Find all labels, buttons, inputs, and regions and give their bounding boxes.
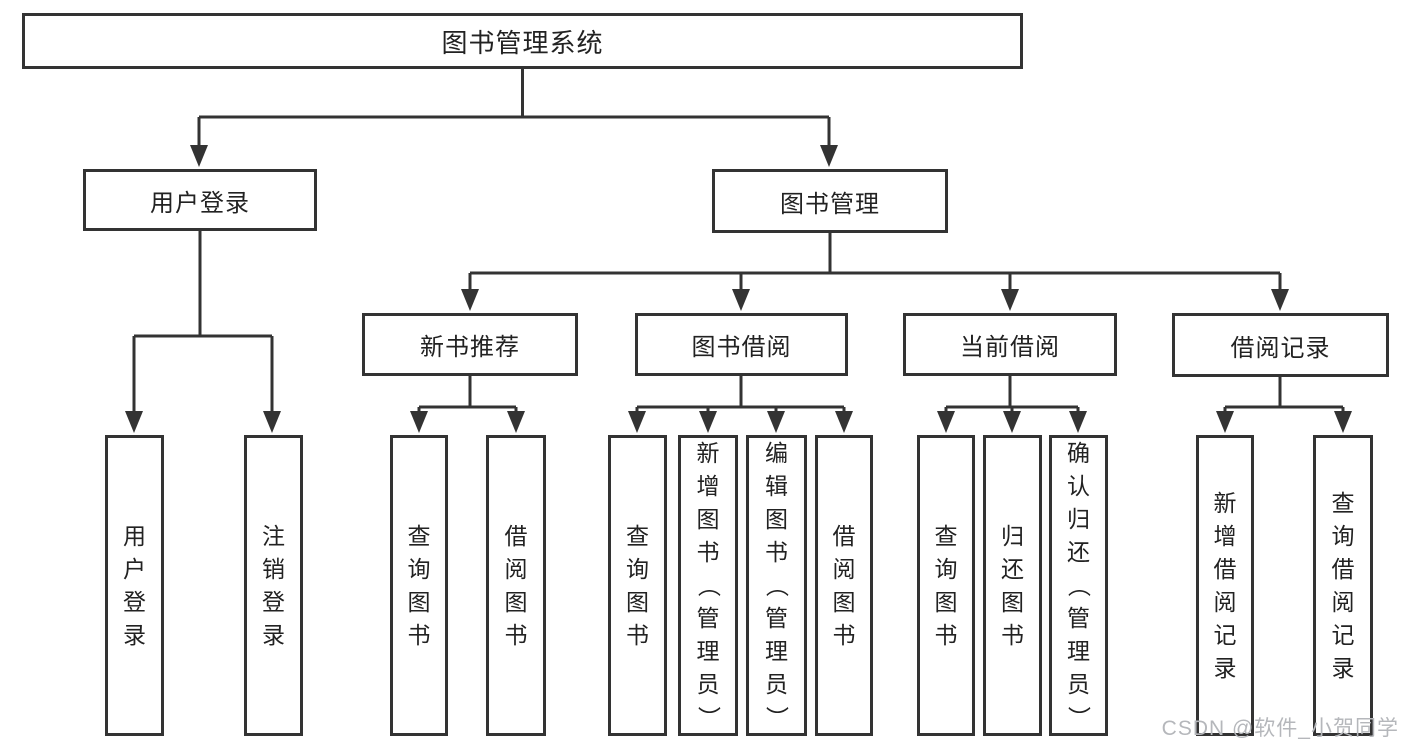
node-leaf-confirm-return-admin-label: 确认归还（管理员） [1066,440,1092,730]
node-leaf-borrow-query-books: 查询图书 [608,435,667,736]
node-leaf-add-borrow-record: 新增借阅记录 [1196,435,1254,736]
node-leaf-add-books-admin-label: 新增图书（管理员） [695,440,722,730]
node-leaf-current-query-books-label: 查询图书 [934,522,958,648]
node-leaf-borrow-books: 借阅图书 [815,435,873,736]
node-current-borrowing-label: 当前借阅 [960,334,1060,361]
node-leaf-confirm-return-admin: 确认归还（管理员） [1049,435,1108,736]
node-book-borrowing: 图书借阅 [635,313,848,376]
node-leaf-return-books-label: 归还图书 [1001,522,1024,648]
node-current-borrowing: 当前借阅 [903,313,1117,376]
node-new-book-recommend: 新书推荐 [362,313,578,376]
node-borrow-records-label: 借阅记录 [1230,334,1331,362]
node-leaf-current-query-books: 查询图书 [917,435,975,736]
watermark-text: CSDN @软件_小贺同学 [1161,717,1399,740]
node-root: 图书管理系统 [22,13,1023,69]
node-leaf-user-login: 用户登录 [105,435,164,736]
node-leaf-add-borrow-record-label: 新增借阅记录 [1213,489,1237,681]
node-leaf-borrow-query-books-label: 查询图书 [626,522,649,648]
node-leaf-edit-books-admin-label: 编辑图书（管理员） [764,440,790,730]
connector-paths [132,69,1345,415]
node-leaf-query-borrow-record-label: 查询借阅记录 [1331,489,1355,681]
node-book-borrowing-label: 图书借阅 [691,334,792,361]
node-user-login: 用户登录 [83,169,317,231]
node-leaf-user-login-label: 用户登录 [123,522,146,648]
arrowheads [125,145,1352,433]
node-book-management-label: 图书管理 [780,190,880,218]
node-leaf-rec-borrow-books-label: 借阅图书 [504,522,528,648]
node-book-management: 图书管理 [712,169,948,233]
node-leaf-query-borrow-record: 查询借阅记录 [1313,435,1373,736]
node-leaf-edit-books-admin: 编辑图书（管理员） [746,435,807,736]
node-leaf-return-books: 归还图书 [983,435,1042,736]
node-new-book-recommend-label: 新书推荐 [420,334,520,361]
node-leaf-logout-label: 注销登录 [262,522,285,648]
node-borrow-records: 借阅记录 [1172,313,1389,377]
node-leaf-add-books-admin: 新增图书（管理员） [678,435,738,736]
node-leaf-borrow-books-label: 借阅图书 [832,522,856,648]
node-user-login-label: 用户登录 [150,189,250,217]
node-root-label: 图书管理系统 [441,27,604,58]
node-leaf-rec-borrow-books: 借阅图书 [486,435,546,736]
node-leaf-rec-query-books: 查询图书 [390,435,448,736]
node-leaf-rec-query-books-label: 查询图书 [407,522,431,648]
node-leaf-logout: 注销登录 [244,435,303,736]
